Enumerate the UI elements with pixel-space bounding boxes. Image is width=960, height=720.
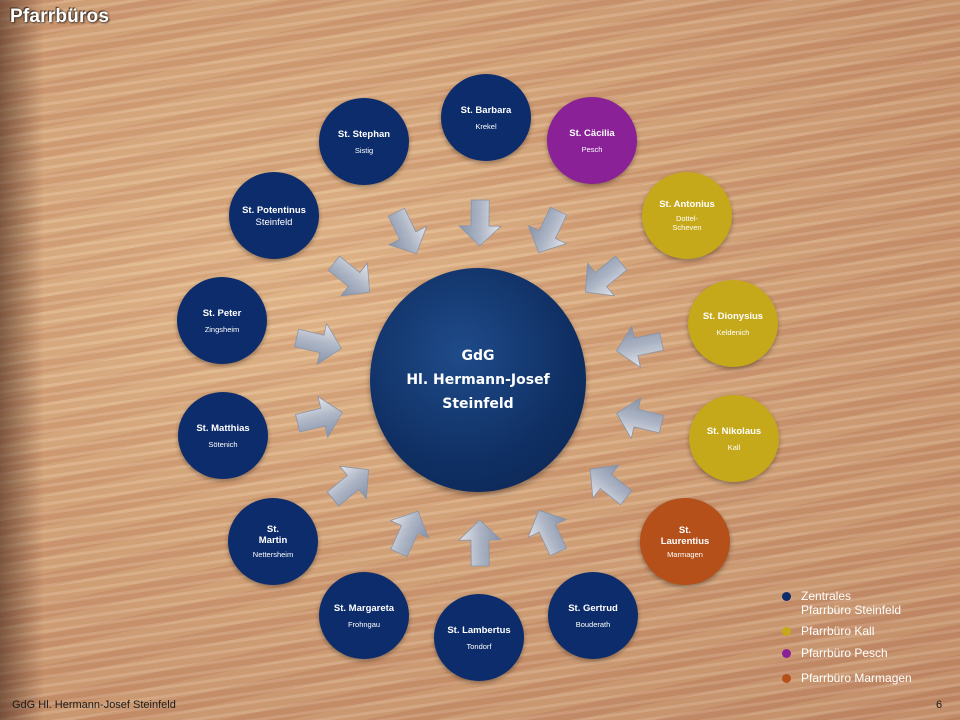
parish-name: St. Martin	[258, 524, 288, 546]
legend-item: Pfarrbüro Kall	[782, 624, 874, 638]
legend-label: Pfarrbüro Kall	[801, 624, 875, 638]
parish-location: Sistig	[354, 145, 374, 155]
parish-node: St. Matthias Sötenich	[178, 392, 268, 479]
legend-item: Pfarrbüro Marmagen	[782, 671, 912, 685]
page-number: 6	[936, 699, 943, 711]
parish-node: St. Laurentius Marmagen	[640, 498, 730, 585]
legend-label: Zentrales Pfarrbüro Steinfeld	[801, 589, 902, 617]
arrow-icon	[606, 385, 674, 453]
legend-label: Pfarrbüro Pesch	[801, 646, 888, 660]
parish-name: St. Matthias	[196, 422, 250, 434]
parish-name: St. Dionysius	[702, 310, 764, 322]
center-circle: GdG Hl. Hermann-Josef Steinfeld	[370, 268, 586, 492]
arrow-icon	[312, 238, 391, 317]
parish-location: Zingsheim	[204, 324, 240, 334]
arrow-icon	[285, 384, 352, 451]
parish-name: St. Nikolaus	[706, 425, 762, 437]
parish-name: St. Barbara	[460, 104, 512, 116]
parish-name: St. Potentinus	[242, 204, 306, 216]
arrow-icon	[607, 313, 673, 379]
parish-location: Pesch	[581, 144, 603, 154]
arrow-icon	[512, 495, 586, 569]
parish-location: Bouderath	[575, 619, 611, 629]
parish-node: St. Lambertus Tondorf	[434, 594, 524, 681]
parish-node: St. Dionysius Keldenich	[688, 280, 778, 367]
center-line-1: GdG	[461, 348, 495, 364]
arrow-icon	[369, 195, 444, 270]
parish-location: Keldenich	[716, 327, 750, 337]
parish-node: St. Stephan Sistig	[319, 98, 409, 185]
parish-name: St. Gertrud	[568, 602, 618, 614]
parish-node: St. Nikolaus Kall	[689, 395, 779, 482]
arrow-icon	[371, 496, 445, 570]
arrow-icon	[570, 445, 649, 524]
arrow-icon	[565, 238, 644, 317]
parish-location: Tondorf	[466, 641, 492, 651]
parish-name: St. Stephan	[337, 128, 391, 140]
parish-location: Steinfeld	[255, 216, 293, 228]
parish-node: St. Antonius Dottel- Scheven	[642, 172, 732, 259]
legend-item: Zentrales Pfarrbüro Steinfeld	[782, 589, 901, 617]
legend-swatch	[782, 649, 791, 658]
parish-location: Kall	[727, 442, 741, 452]
arrow-icon	[284, 309, 351, 376]
parish-node: St. Gertrud Bouderath	[548, 572, 638, 659]
parish-location: Sötenich	[208, 439, 238, 449]
legend-swatch	[782, 674, 791, 683]
arrow-icon	[311, 446, 390, 525]
footer-organization: GdG Hl. Hermann-Josef Steinfeld	[12, 699, 176, 711]
legend-label: Pfarrbüro Marmagen	[801, 671, 912, 685]
legend-swatch	[782, 592, 791, 601]
parish-node: St. Cäcilia Pesch	[547, 97, 637, 184]
background-shade	[0, 0, 44, 720]
legend-swatch	[782, 627, 791, 636]
center-line-2: Hl. Hermann-Josef	[406, 372, 550, 388]
arrow-icon	[512, 194, 587, 269]
parish-name: St. Antonius	[659, 199, 715, 210]
parish-node: St. Margareta Frohngau	[319, 572, 409, 659]
parish-location: Dottel- Scheven	[672, 214, 702, 232]
arrow-icon	[452, 516, 509, 573]
parish-location: Krekel	[475, 121, 497, 131]
center-line-3: Steinfeld	[442, 396, 514, 412]
parish-name: St. Peter	[202, 307, 242, 319]
parish-node: St. Peter Zingsheim	[177, 277, 267, 364]
parish-name: St. Margareta	[333, 602, 395, 614]
parish-node: St. Barbara Krekel	[441, 74, 531, 161]
legend-item: Pfarrbüro Pesch	[782, 646, 888, 660]
parish-node: St. Potentinus Steinfeld	[229, 172, 319, 259]
parish-name: St. Lambertus	[447, 624, 511, 636]
parish-name: St. Laurentius	[660, 524, 710, 547]
parish-location: Nettersheim	[252, 550, 294, 559]
parish-location: Marmagen	[667, 549, 703, 559]
slide-title: Pfarrbüros	[10, 6, 110, 27]
parish-node: St. Martin Nettersheim	[228, 498, 318, 585]
parish-location: Frohngau	[347, 619, 381, 629]
parish-name: St. Cäcilia	[569, 127, 615, 139]
arrow-icon	[452, 194, 509, 251]
